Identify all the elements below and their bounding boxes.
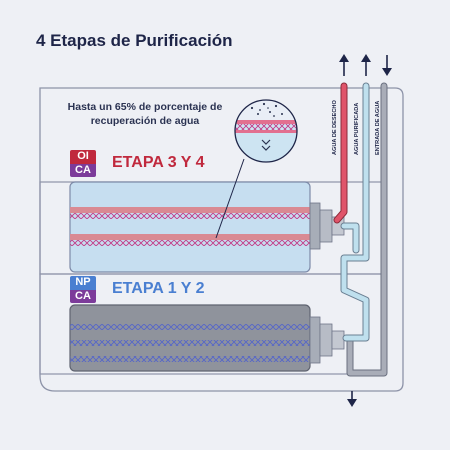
badge-ca-bottom: CA (70, 289, 96, 303)
housing-outline (39, 87, 404, 392)
recovery-note: Hasta un 65% de porcentaje de recuperaci… (67, 101, 223, 128)
purified-pipe-label: AGUA PURIFICADA (354, 102, 360, 155)
waste-pipe (333, 82, 348, 224)
badge-np: NP (70, 276, 96, 290)
page-title: 4 Etapas de Purificación (36, 31, 233, 50)
stage-bottom-badge: NP CA (70, 276, 96, 303)
stage-bottom-label: ETAPA 1 Y 2 (112, 280, 205, 297)
stage-top-label: ETAPA 3 Y 4 (112, 154, 205, 171)
inlet-pipe (346, 82, 388, 377)
purified-pipe (340, 82, 370, 342)
waste-out-arrow (339, 54, 349, 76)
waste-pipe-label: AGUA DE DESECHO (332, 100, 338, 155)
stage-top-badge: OI CA (70, 150, 96, 177)
inlet-pipe-label: ENTRADA DE AGUA (375, 100, 381, 155)
drain-arrow (347, 391, 357, 407)
inlet-in-arrow (382, 55, 392, 76)
badge-oi: OI (70, 150, 96, 164)
purified-out-arrow (361, 54, 371, 76)
lower-filter-cartridge (69, 304, 345, 372)
upper-filter-cartridge (69, 181, 345, 273)
membrane-magnifier (215, 99, 298, 239)
badge-ca-top: CA (70, 163, 96, 177)
